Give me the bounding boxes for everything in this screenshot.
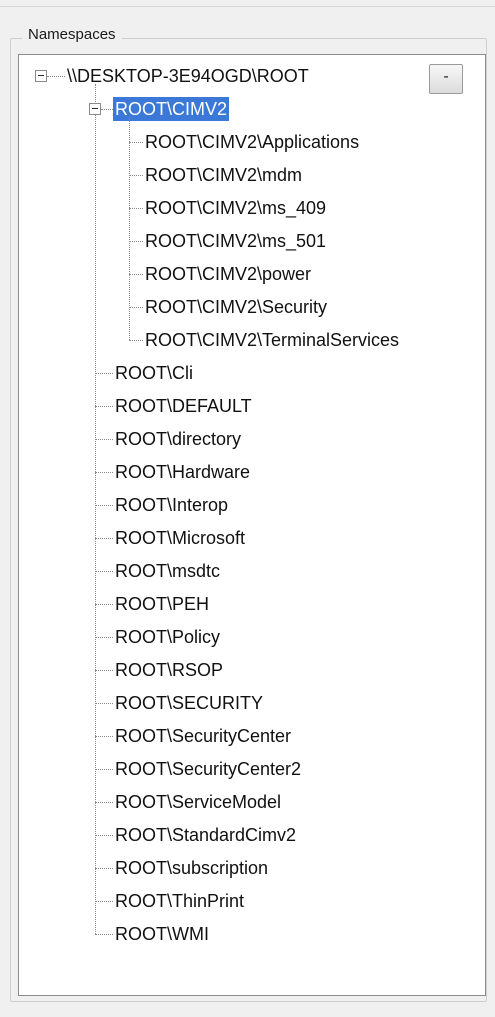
tree-connector-line	[129, 340, 143, 341]
tree-node-namespace[interactable]: ROOT\DEFAULT	[115, 396, 252, 416]
tree-node-namespace[interactable]: ROOT\Microsoft	[115, 528, 246, 548]
tree-node-namespace[interactable]: ROOT\SecurityCenter2	[115, 759, 302, 779]
tree-connector-line	[129, 307, 143, 308]
tree-connector-line	[95, 505, 113, 506]
tree-connector-line	[95, 736, 113, 737]
tree-node-cimv2-child[interactable]: ROOT\CIMV2\Security	[145, 297, 328, 317]
tree-connector-line	[129, 142, 143, 143]
tree-connector-line	[101, 109, 113, 110]
namespaces-group-label: Namespaces	[22, 26, 122, 43]
tree-connector-line	[95, 901, 113, 902]
tree-node-cimv2-child[interactable]: ROOT\CIMV2\power	[145, 264, 312, 284]
tree-connector-line	[95, 769, 113, 770]
tree-connector-line	[95, 703, 113, 704]
tree-node-namespace[interactable]: ROOT\msdtc	[115, 561, 221, 581]
tree-connector-line	[95, 802, 113, 803]
tree-connector-line	[95, 868, 113, 869]
tree-connector-line	[129, 274, 143, 275]
tree-connector-line	[129, 175, 143, 176]
tree-node-namespace[interactable]: ROOT\StandardCimv2	[115, 825, 297, 845]
tree-node-cimv2-child[interactable]: ROOT\CIMV2\ms_501	[145, 231, 327, 251]
tree-connector-line	[129, 241, 143, 242]
tree-node-namespace[interactable]: ROOT\RSOP	[115, 660, 224, 680]
tree-connector-line	[129, 117, 130, 340]
tree-node-cimv2-child[interactable]: ROOT\CIMV2\ms_409	[145, 198, 327, 218]
tree-node-namespace[interactable]: ROOT\WMI	[115, 924, 209, 944]
root-children-connector	[95, 84, 96, 934]
tree-connector-line	[95, 538, 113, 539]
collapse-all-button[interactable]: -	[429, 64, 463, 94]
tree-node-namespace[interactable]: ROOT\SecurityCenter	[115, 726, 292, 746]
tree-connector-line	[95, 373, 113, 374]
tree-node-namespace[interactable]: ROOT\Hardware	[115, 462, 251, 482]
root-collapse-icon[interactable]	[35, 70, 47, 82]
tree-node-namespace[interactable]: ROOT\ThinPrint	[115, 891, 245, 911]
tree-node-namespace[interactable]: ROOT\Cli	[115, 363, 193, 383]
tree-node-cimv2-child[interactable]: ROOT\CIMV2\TerminalServices	[145, 330, 400, 350]
tree-node-namespace[interactable]: ROOT\Policy	[115, 627, 221, 647]
namespaces-groupbox	[10, 38, 487, 1002]
tree-connector-line	[95, 835, 113, 836]
tree-node-namespace[interactable]: ROOT\SECURITY	[115, 693, 264, 713]
tree-node-namespace[interactable]: ROOT\subscription	[115, 858, 269, 878]
tree-node-root[interactable]: \\DESKTOP-3E94OGD\ROOT	[67, 66, 309, 86]
tree-connector-line	[95, 439, 113, 440]
tree-node-namespace[interactable]: ROOT\ServiceModel	[115, 792, 282, 812]
tree-connector-line	[95, 934, 113, 935]
tree-node-namespace[interactable]: ROOT\directory	[115, 429, 242, 449]
tree-node-cimv2-child[interactable]: ROOT\CIMV2\mdm	[145, 165, 303, 185]
tree-connector-line	[129, 208, 143, 209]
tree-connector-line	[95, 571, 113, 572]
cimv2-collapse-icon[interactable]	[89, 103, 101, 115]
tree-node-cimv2-child[interactable]: ROOT\CIMV2\Applications	[145, 132, 360, 152]
tree-connector-line	[95, 670, 113, 671]
tree-node-namespace[interactable]: ROOT\PEH	[115, 594, 210, 614]
tree-connector-line	[95, 637, 113, 638]
tree-connector-line	[95, 604, 113, 605]
tree-connector-line	[95, 472, 113, 473]
tree-connector-line	[95, 406, 113, 407]
tree-connector-line	[47, 76, 65, 77]
tree-node-namespace[interactable]: ROOT\Interop	[115, 495, 229, 515]
tree-node-cimv2[interactable]: ROOT\CIMV2	[113, 97, 230, 121]
top-separator	[0, 6, 495, 7]
